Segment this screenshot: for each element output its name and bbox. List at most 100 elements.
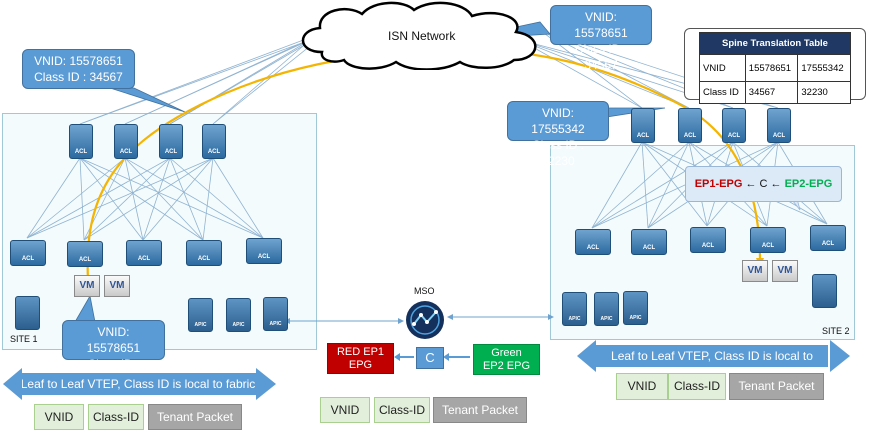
vnid-callout-site2-spine: VNID: 17555342 Class ID : 32230 <box>507 101 609 168</box>
double-arrow-icon <box>3 368 276 400</box>
mso-label: MSO <box>414 286 435 296</box>
apic-controller: APIC <box>226 298 251 332</box>
packet-vnid: VNID <box>320 397 370 423</box>
callout-class-id: Class ID : 34567 <box>574 42 627 72</box>
site2-spine-switch: ACL <box>767 108 791 143</box>
site2-spine-switch: ACL <box>722 108 746 143</box>
mso-icon <box>406 301 444 339</box>
fabric-note-arrow-site1: Leaf to Leaf VTEP, Class ID is local to … <box>20 373 256 395</box>
acl-label: ACL <box>78 257 92 263</box>
packet-tenant: Tenant Packet <box>148 404 242 430</box>
site2-leaf-switch: ACL <box>690 227 726 253</box>
acl-label: ACL <box>74 149 88 155</box>
callout-vnid: VNID: 15578651 <box>34 54 123 68</box>
site1-spine-switch: ACL <box>69 124 93 159</box>
table-cell: VNID <box>699 54 746 82</box>
callout-vnid: VNID: 15578651 <box>86 325 141 355</box>
isn-network-label: ISN Network <box>388 29 456 43</box>
vnid-callout-top-left: VNID: 15578651 Class ID : 34567 <box>22 49 135 89</box>
packet-tenant: Tenant Packet <box>433 397 527 423</box>
acl-label: ACL <box>197 256 211 262</box>
acl-label: ACL <box>586 245 600 251</box>
packet-class-id: Class-ID <box>88 404 144 430</box>
packet-vnid: VNID <box>616 373 668 400</box>
site1-leaf-switch: ACL <box>126 240 162 266</box>
table-cell: 15578651 <box>744 54 799 82</box>
site2-leaf-switch: ACL <box>750 227 786 253</box>
table-row: Class ID 34567 32230 <box>699 81 851 104</box>
acl-label: ACL <box>821 241 835 247</box>
site1-label: SITE 1 <box>10 334 38 344</box>
site2-server-icon <box>812 274 837 308</box>
apic-label: APIC <box>232 322 245 328</box>
site2-leaf-switch: ACL <box>810 225 846 251</box>
acl-label: ACL <box>137 256 151 262</box>
table-cell: 17555342 <box>797 54 851 82</box>
acl-label: ACL <box>761 243 775 249</box>
table-cell: 34567 <box>744 81 799 104</box>
site2-vm-2: VM <box>772 260 798 282</box>
acl-label: ACL <box>207 149 221 155</box>
apic-label: APIC <box>600 316 613 322</box>
apic-controller: APIC <box>623 291 648 325</box>
packet-class-id: Class-ID <box>668 373 726 400</box>
epg-rule-callout: EP1-EPG ← C ← EP2-EPG <box>685 166 842 202</box>
callout-class-id: Class ID : 32230 <box>531 138 584 168</box>
site1-leaf-switch: ACL <box>10 240 46 266</box>
red-ep1-epg-box: RED EP1 EPG <box>327 343 394 374</box>
acl-label: ACL <box>164 149 178 155</box>
site2-spine-switch: ACL <box>678 108 702 143</box>
ep1-epg-label: EP1-EPG <box>694 178 743 190</box>
packet-tenant: Tenant Packet <box>729 373 824 400</box>
callout-vnid: VNID: 15578651 <box>574 10 628 40</box>
callout-class-id: Class ID : 34567 <box>34 70 123 84</box>
packet-class-id: Class-ID <box>374 397 430 423</box>
apic-label: APIC <box>269 321 282 327</box>
table-cell: Class ID <box>699 81 746 104</box>
green-ep2-epg-box: Green EP2 EPG <box>473 344 540 375</box>
acl-label: ACL <box>636 133 650 139</box>
callout-vnid: VNID: 17555342 <box>531 106 585 136</box>
acl-label: ACL <box>683 133 697 139</box>
apic-label: APIC <box>194 322 207 328</box>
site1-vm-2: VM <box>104 275 130 297</box>
callout-pointer <box>74 294 96 323</box>
table-title: Spine Translation Table <box>699 32 851 55</box>
acl-label: ACL <box>727 133 741 139</box>
acl-label: ACL <box>642 245 656 251</box>
acl-label: ACL <box>21 256 35 262</box>
site2-vm-1: VM <box>742 260 768 282</box>
acl-label: ACL <box>772 133 786 139</box>
site1-spine-switch: ACL <box>202 124 226 159</box>
acl-label: ACL <box>119 149 133 155</box>
vnid-callout-site1-vm: VNID: 15578651 Class ID : 34567 <box>62 320 165 387</box>
acl-label: ACL <box>257 254 271 260</box>
site1-leaf-switch: ACL <box>246 238 282 264</box>
site1-leaf-switch: ACL <box>67 241 103 267</box>
site1-server-icon <box>15 296 40 330</box>
site2-leaf-switch: ACL <box>631 229 667 255</box>
site2-label: SITE 2 <box>822 326 850 336</box>
apic-controller: APIC <box>562 292 587 326</box>
packet-vnid: VNID <box>34 404 84 430</box>
apic-controller: APIC <box>594 292 619 326</box>
table-cell: 32230 <box>797 81 851 104</box>
acl-label: ACL <box>701 243 715 249</box>
contract-c-label: C <box>759 178 768 190</box>
arrow-left-icon: ← <box>745 178 757 190</box>
site1-vm-1: VM <box>74 275 100 297</box>
site2-spine-switch: ACL <box>631 108 655 143</box>
double-arrow-icon <box>577 340 850 372</box>
ep2-epg-label: EP2-EPG <box>784 178 833 190</box>
apic-controller: APIC <box>188 298 213 332</box>
contract-c-box: C <box>416 347 444 369</box>
vnid-callout-top-center: VNID: 15578651 Class ID : 34567 <box>550 5 652 72</box>
apic-controller: APIC <box>263 297 288 331</box>
table-row: VNID 15578651 17555342 <box>699 54 851 82</box>
fabric-note-arrow-site2: Leaf to Leaf VTEP, Class ID is local to … <box>596 345 828 385</box>
arrow-left-icon: ← <box>770 178 782 190</box>
site2-leaf-switch: ACL <box>575 229 611 255</box>
isn-cloud-icon <box>301 1 537 70</box>
site1-spine-switch: ACL <box>114 124 138 159</box>
site1-spine-switch: ACL <box>159 124 183 159</box>
